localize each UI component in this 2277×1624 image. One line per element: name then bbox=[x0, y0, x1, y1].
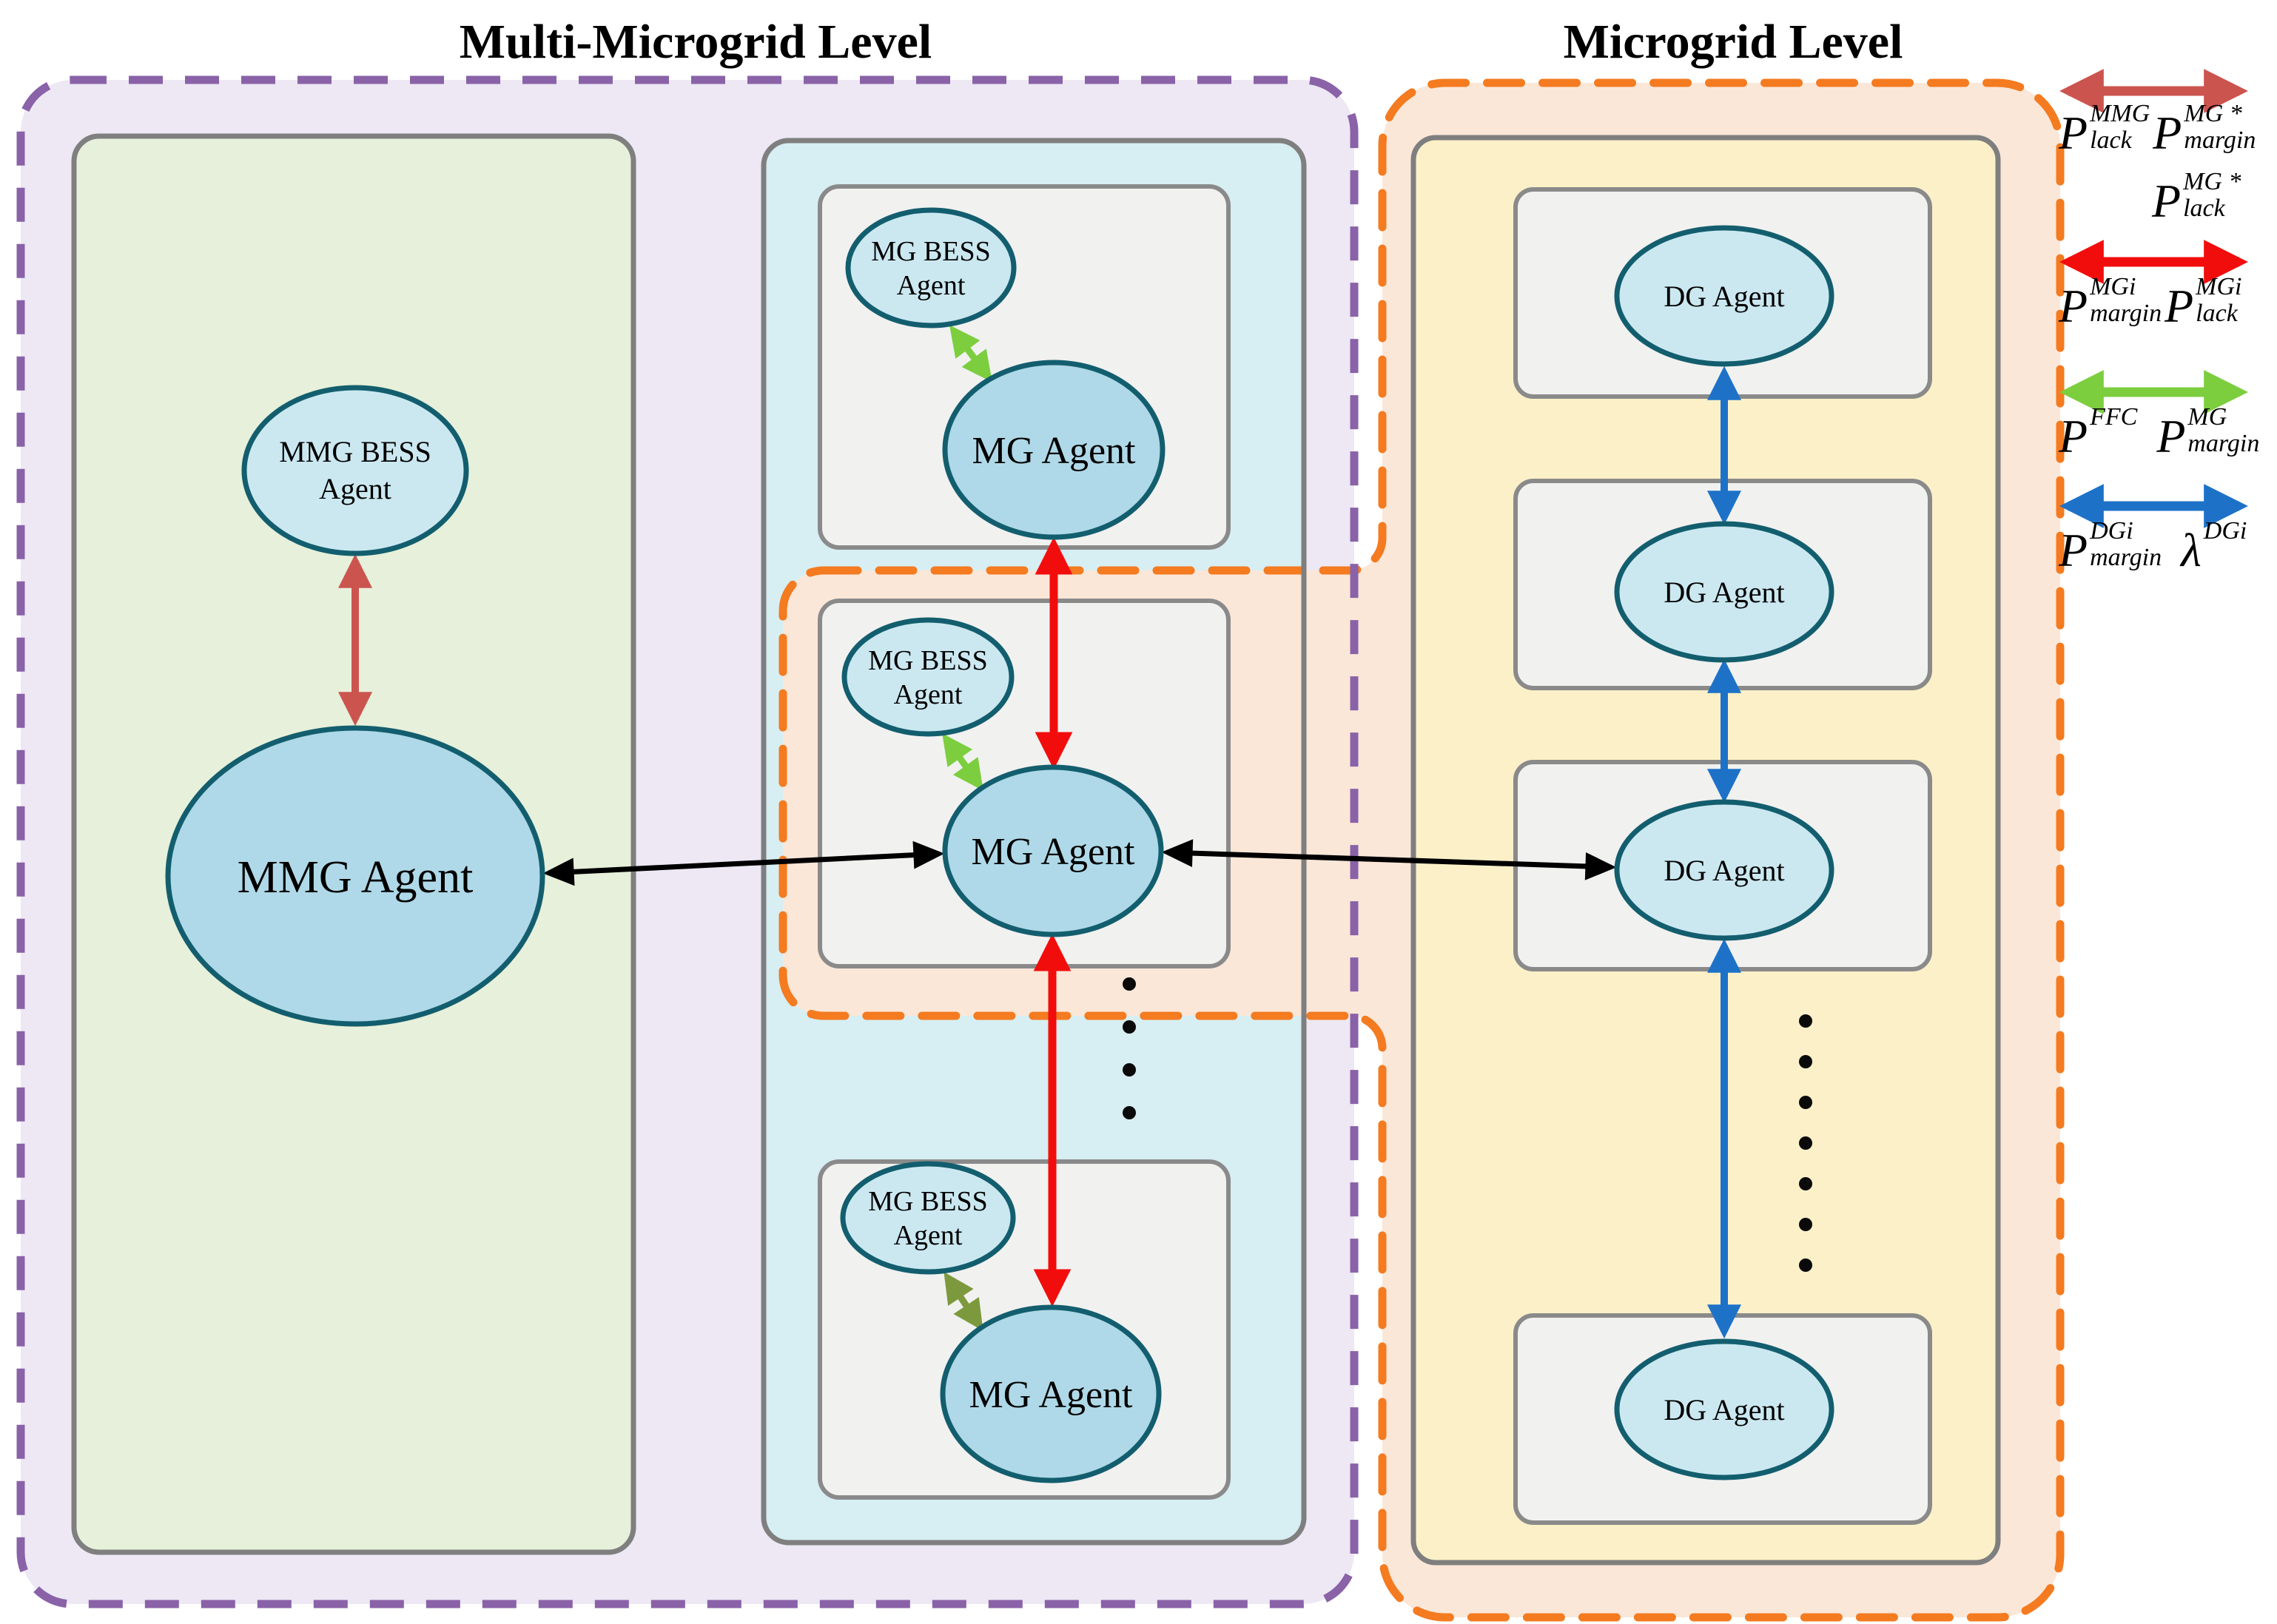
mg-bess-agent-node-1 bbox=[845, 207, 1017, 328]
dg-agent-label-4: DG Agent bbox=[1664, 1393, 1784, 1426]
dg-agent-label-3: DG Agent bbox=[1664, 854, 1784, 887]
title-microgrid-level: Microgrid Level bbox=[1564, 15, 1903, 69]
arrow-mmg-mg bbox=[542, 840, 945, 886]
dg-agent-node-4 bbox=[1614, 1338, 1834, 1480]
dg-agent-label-2: DG Agent bbox=[1664, 576, 1784, 609]
dg-agent-node-1 bbox=[1614, 225, 1834, 367]
mg-bess-agent-label-2-line2: Agent bbox=[894, 679, 963, 710]
mg-bess-agent-node-2 bbox=[841, 617, 1015, 737]
legend-term: P FFC bbox=[2059, 403, 2138, 462]
mg-bess-agent-label-3-line1: MG BESS bbox=[868, 1186, 988, 1217]
arrow-mgbess3-mg3 bbox=[944, 1272, 983, 1331]
arrow-mgbess1-mg1 bbox=[949, 325, 992, 383]
dg-agent-node-2 bbox=[1614, 521, 1834, 663]
mmg-bess-agent-label-line2: Agent bbox=[319, 472, 391, 505]
mmg-agent-label: MMG Agent bbox=[238, 852, 474, 903]
mmg-agent-node bbox=[165, 725, 545, 1027]
mg-agent-node-2 bbox=[942, 764, 1164, 937]
mg-agent-label-1: MG Agent bbox=[972, 430, 1137, 472]
title-multi-microgrid-level: Multi-Microgrid Level bbox=[460, 15, 932, 69]
dg-agent-node-3 bbox=[1614, 799, 1834, 941]
legend-term: λ DGi bbox=[2181, 517, 2247, 576]
mmg-bess-agent-node bbox=[241, 385, 469, 556]
mg-bess-agent-label-2-line1: MG BESS bbox=[868, 645, 988, 676]
dg-ellipsis-dots bbox=[1799, 1014, 1812, 1272]
mg-agent-label-2: MG Agent bbox=[972, 831, 1136, 873]
mg-agent-label-3: MG Agent bbox=[969, 1374, 1134, 1416]
mg-bess-agent-label-1-line1: MG BESS bbox=[871, 236, 991, 267]
arrow-mg-dg bbox=[1161, 839, 1617, 880]
dg-agent-label-1: DG Agent bbox=[1664, 280, 1784, 313]
mg-bess-agent-label-3-line2: Agent bbox=[894, 1220, 963, 1251]
legend-label-1-line2: P MG *lack bbox=[2152, 168, 2241, 227]
mg-bess-agent-node-3 bbox=[840, 1161, 1016, 1275]
mg-ellipsis-dots bbox=[1123, 977, 1136, 1119]
legend-term: P MG *lack bbox=[2152, 168, 2241, 227]
mmg-bess-agent-label-line1: MMG BESS bbox=[279, 435, 431, 468]
legend-term: P MG *margin bbox=[2153, 100, 2256, 159]
mg-agent-node-3 bbox=[940, 1304, 1162, 1483]
mg-bess-agent-label-1-line2: Agent bbox=[897, 270, 966, 301]
mg-agent-node-1 bbox=[942, 360, 1166, 540]
arrow-mgbess2-mg2 bbox=[942, 733, 983, 791]
